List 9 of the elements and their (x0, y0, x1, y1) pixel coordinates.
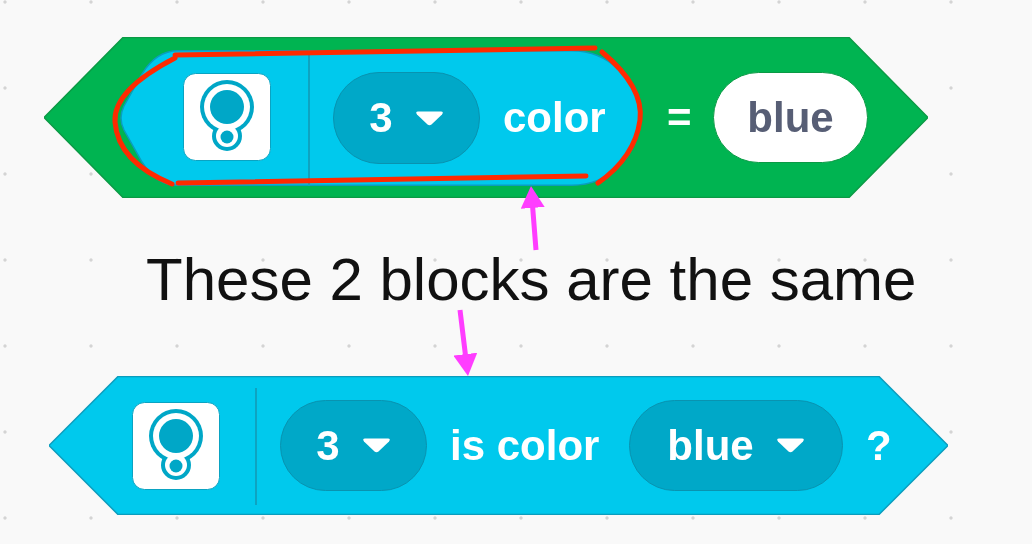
block-label: color (503, 97, 606, 139)
arrow (453, 309, 478, 377)
sensor-hexagon-block (49, 376, 948, 515)
question-mark: ? (866, 424, 892, 467)
color-dropdown: blue (629, 400, 843, 491)
arrow (520, 185, 545, 251)
annotation-text: These 2 blocks are the same (146, 250, 917, 310)
block-label: is color (450, 424, 600, 467)
equals-sign: = (667, 96, 692, 139)
